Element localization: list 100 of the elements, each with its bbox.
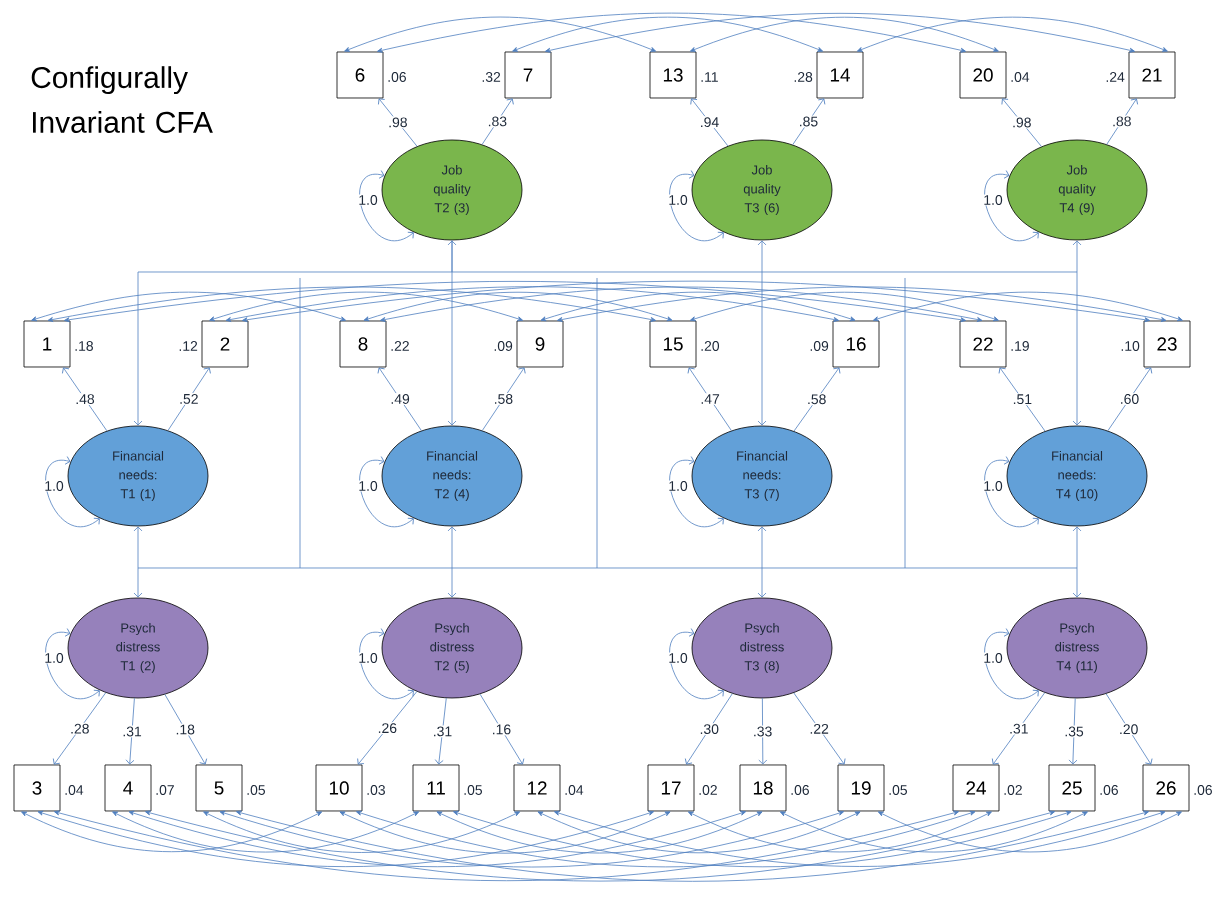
edge-label: .51 xyxy=(1011,393,1034,406)
covariance-arrow xyxy=(377,12,967,53)
edge-label: .94 xyxy=(698,116,721,129)
loading-arrow xyxy=(164,694,208,765)
edge-label: .49 xyxy=(389,393,411,405)
indicator-box: 6 xyxy=(336,51,384,99)
residual-label: .32 xyxy=(482,72,501,82)
residual-label: .28 xyxy=(794,72,813,82)
loading-arrow xyxy=(1107,367,1153,432)
covariance-arrow xyxy=(64,281,966,323)
covariance-arrow xyxy=(452,810,1072,868)
edge-label: .22 xyxy=(808,722,830,735)
covariance-arrow xyxy=(512,16,824,52)
variance-loop xyxy=(359,456,414,528)
edge-label: .28 xyxy=(69,722,91,735)
covariance-arrow xyxy=(219,810,845,868)
edge-label: .85 xyxy=(797,115,820,128)
loading-arrow xyxy=(991,692,1046,765)
covariance-arrow xyxy=(112,811,420,853)
variance-loop xyxy=(45,628,100,700)
residual-label: .05 xyxy=(464,785,482,795)
loading-arrow xyxy=(684,693,733,765)
covariance-arrow xyxy=(877,811,1182,853)
covariance-arrow xyxy=(537,811,861,854)
edge-label: .58 xyxy=(492,393,515,405)
edge-label: .31 xyxy=(1008,722,1030,735)
covariance-arrow xyxy=(856,16,1168,52)
edge-label: 1.0 xyxy=(667,652,689,664)
loading-arrow xyxy=(167,367,211,431)
variance-loop xyxy=(359,170,414,242)
correlation-arrow xyxy=(133,526,143,598)
correlation-arrow xyxy=(447,240,457,426)
indicator-box: 8 xyxy=(339,320,387,368)
residual-label: .09 xyxy=(810,341,829,351)
indicator-box: 11 xyxy=(412,764,460,812)
covariance-arrow xyxy=(47,286,656,322)
correlation-arrow xyxy=(133,240,453,426)
edge-label: 1.0 xyxy=(357,194,379,206)
covariance-arrow xyxy=(209,291,524,322)
covariance-arrow xyxy=(557,286,1167,322)
indicator-box: 18 xyxy=(739,764,787,812)
covariance-arrow xyxy=(553,810,1166,867)
variance-loop xyxy=(984,170,1039,242)
edge-label: .26 xyxy=(376,722,398,735)
edge-label: 1.0 xyxy=(357,480,379,492)
edge-label: .98 xyxy=(387,116,409,129)
covariance-arrow xyxy=(339,811,671,854)
edge-label: .60 xyxy=(1118,393,1141,405)
indicator-box: 14 xyxy=(816,51,864,99)
indicator-box: 26 xyxy=(1142,764,1190,812)
covariance-arrow xyxy=(436,811,763,854)
loading-arrow xyxy=(1068,697,1078,765)
loading-arrow xyxy=(1001,98,1042,147)
residual-label: .02 xyxy=(1004,785,1022,795)
variance-loop xyxy=(669,628,724,700)
edge-label: .47 xyxy=(699,393,721,405)
loading-arrow xyxy=(125,697,135,765)
edge-label: .52 xyxy=(178,392,200,405)
loading-arrow xyxy=(377,367,422,431)
residual-label: .24 xyxy=(1106,72,1125,82)
loading-arrow xyxy=(758,698,768,765)
residual-label: .06 xyxy=(1100,785,1118,795)
indicator-box: 7 xyxy=(504,51,552,99)
residual-label: .05 xyxy=(889,785,907,795)
loading-arrow xyxy=(998,367,1046,432)
variance-loop xyxy=(45,456,100,528)
residual-label: .02 xyxy=(699,785,717,795)
edge-label: 1.0 xyxy=(667,194,689,206)
covariance-arrow xyxy=(689,16,999,52)
indicator-box: 16 xyxy=(832,320,880,368)
indicator-box: 22 xyxy=(959,320,1007,368)
loading-arrow xyxy=(52,692,107,765)
indicator-box: 13 xyxy=(649,51,697,99)
edge-label: 1.0 xyxy=(982,194,1004,206)
indicator-box: 10 xyxy=(315,764,363,812)
covariance-arrow xyxy=(872,291,1183,322)
edge-label: .33 xyxy=(751,725,774,738)
residual-label: .22 xyxy=(391,341,409,351)
indicator-box: 12 xyxy=(513,764,561,812)
loading-arrow xyxy=(434,697,447,765)
covariance-arrow xyxy=(54,810,960,882)
covariance-arrow xyxy=(37,810,655,868)
edge-label: 1.0 xyxy=(357,652,379,664)
covariance-arrow xyxy=(31,291,347,322)
residual-label: .04 xyxy=(65,785,84,795)
indicator-box: 5 xyxy=(195,764,243,812)
indicator-box: 1 xyxy=(23,320,71,368)
edge-label: 1.0 xyxy=(982,652,1004,664)
indicator-box: 15 xyxy=(649,320,697,368)
loading-arrow xyxy=(479,693,525,765)
edge-label: 1.0 xyxy=(43,480,65,492)
edge-label: .16 xyxy=(490,723,513,736)
indicator-box: 21 xyxy=(1128,51,1176,99)
residual-label: .06 xyxy=(1194,785,1212,795)
covariance-arrow xyxy=(545,12,1136,53)
loading-arrow xyxy=(1106,98,1138,145)
correlation-arrow xyxy=(757,526,767,598)
covariance-arrow xyxy=(687,811,992,853)
loading-arrow xyxy=(792,98,826,146)
residual-label: .20 xyxy=(701,341,720,351)
